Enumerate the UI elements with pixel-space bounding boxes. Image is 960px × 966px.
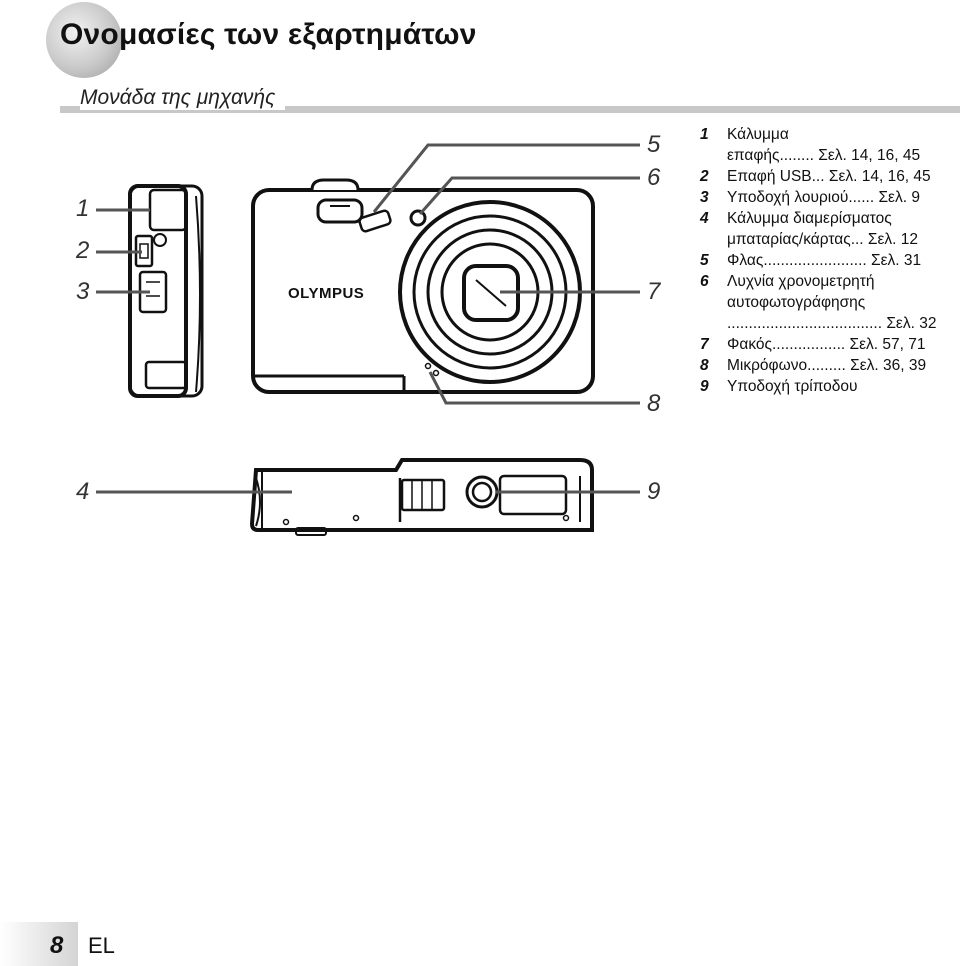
legend-page-ref: Σελ. 9 xyxy=(878,189,920,206)
callout-5: 5 xyxy=(647,131,661,158)
legend-page-ref: Σελ. 14, 16, 45 xyxy=(818,147,921,164)
page-number-tab xyxy=(0,922,78,966)
legend-number: 9 xyxy=(700,378,709,395)
callout-7: 7 xyxy=(647,278,661,305)
legend-number: 6 xyxy=(700,273,709,290)
legend-number: 5 xyxy=(700,252,709,269)
callout-4: 4 xyxy=(76,478,90,505)
legend-name: Κάλυμμα διαμερίσματος xyxy=(727,210,892,227)
legend-item: 7 Φακός................. Σελ. 57, 71 xyxy=(700,336,926,353)
legend-number: 1 xyxy=(700,126,709,143)
camera-bottom-view xyxy=(249,458,594,536)
legend-number: 3 xyxy=(700,189,709,206)
legend-name: Φλας xyxy=(727,252,764,269)
legend-item: 4 Κάλυμμα διαμερίσματος xyxy=(700,208,960,229)
callout-1: 1 xyxy=(76,195,90,222)
legend-page-ref: Σελ. 31 xyxy=(871,252,922,269)
legend-item: 8 Μικρόφωνο......... Σελ. 36, 39 xyxy=(700,357,927,374)
side-leader-lines xyxy=(96,208,150,294)
legend-item: 9 Υποδοχή τρίποδου xyxy=(700,376,960,397)
brand-logo: OLYMPUS xyxy=(288,285,364,302)
legend-name: Επαφή USB xyxy=(727,168,812,185)
title-decoration xyxy=(46,2,122,78)
section-heading: Μονάδα της μηχανής xyxy=(80,86,286,110)
legend-continuation: .................................... Σελ… xyxy=(727,315,937,332)
legend-name: Μικρόφωνο xyxy=(727,357,808,374)
language-code: EL xyxy=(88,933,115,958)
callout-9: 9 xyxy=(647,478,661,505)
parts-legend: 1 Κάλυμμα επαφής........ Σελ. 14, 16, 45… xyxy=(700,124,960,397)
legend-item: 1 Κάλυμμα xyxy=(700,124,960,145)
legend-item: 2 Επαφή USB... Σελ. 14, 16, 45 xyxy=(700,168,931,185)
legend-name: Υποδοχή λουριού xyxy=(727,189,849,206)
legend-number: 8 xyxy=(700,357,709,374)
callout-2: 2 xyxy=(76,237,90,264)
legend-page-ref: Σελ. 14, 16, 45 xyxy=(828,168,931,185)
callout-3: 3 xyxy=(76,278,90,305)
legend-number: 2 xyxy=(700,168,709,185)
legend-number: 4 xyxy=(700,210,709,227)
legend-name: Λυχνία χρονομετρητή xyxy=(727,273,875,290)
legend-name: Υποδοχή τρίποδου xyxy=(727,378,858,395)
camera-front-view xyxy=(251,178,595,394)
legend-number: 7 xyxy=(700,336,709,353)
legend-name: Φακός xyxy=(727,336,772,353)
page-title: Ονομασίες των εξαρτημάτων xyxy=(60,18,477,51)
section-divider xyxy=(60,106,960,113)
callout-6: 6 xyxy=(647,164,661,191)
legend-page-ref: Σελ. 36, 39 xyxy=(850,357,927,374)
legend-page-ref: Σελ. 12 xyxy=(867,231,919,248)
legend-continuation: επαφής........ Σελ. 14, 16, 45 xyxy=(727,147,921,164)
legend-page-ref: Σελ. 32 xyxy=(886,315,937,332)
legend-item: 5 Φλας........................ Σελ. 31 xyxy=(700,252,922,269)
legend-continuation: αυτοφωτογράφησης xyxy=(727,294,866,311)
front-leader-lines xyxy=(372,143,640,405)
legend-item: 6 Λυχνία χρονομετρητή xyxy=(700,271,960,292)
page-number: 8 xyxy=(50,932,64,959)
legend-name: Κάλυμμα xyxy=(727,126,789,143)
legend-item: 3 Υποδοχή λουριού...... Σελ. 9 xyxy=(700,189,920,206)
legend-continuation: μπαταρίας/κάρτας... Σελ. 12 xyxy=(727,231,919,248)
legend-page-ref: Σελ. 57, 71 xyxy=(849,336,926,353)
callout-8: 8 xyxy=(647,390,661,417)
